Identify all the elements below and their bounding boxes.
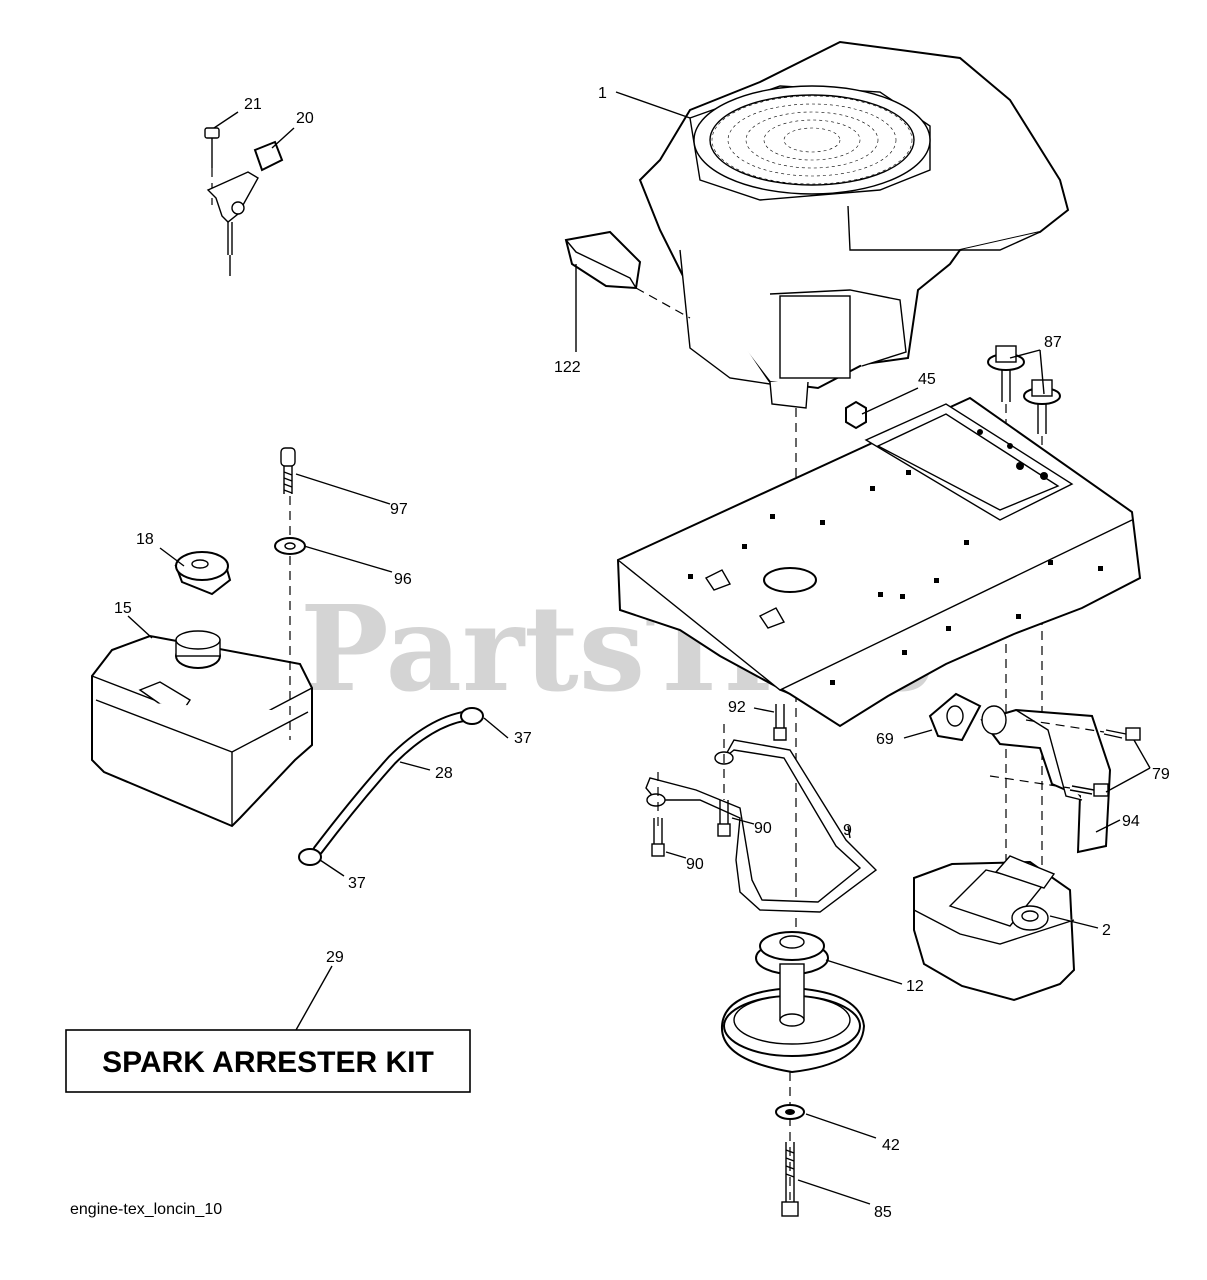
exhaust-screw-upper-axis bbox=[1025, 719, 1105, 733]
exhaust-screw-lower[interactable] bbox=[1069, 783, 1109, 797]
throttle-control[interactable] bbox=[204, 127, 284, 276]
engine-screen-grid bbox=[711, 95, 913, 185]
exhaust-screw-upper[interactable] bbox=[1103, 727, 1141, 741]
tank-screw[interactable] bbox=[280, 447, 296, 494]
callout-12: 12 bbox=[906, 978, 924, 995]
bolt-92[interactable] bbox=[773, 704, 787, 741]
flange-bolt-right[interactable] bbox=[1023, 379, 1061, 434]
callout-79: 79 bbox=[1152, 766, 1170, 783]
callout-87: 87 bbox=[1044, 334, 1062, 351]
callout-37-upper: 37 bbox=[514, 730, 532, 747]
engine-mount-plate bbox=[616, 396, 1142, 728]
spark-arrester-kit-box[interactable] bbox=[65, 1029, 471, 1093]
exhaust-pipe[interactable] bbox=[980, 705, 1112, 854]
hose-clamp-lower[interactable] bbox=[298, 848, 322, 866]
callout-20: 20 bbox=[296, 110, 314, 127]
engine-clip[interactable] bbox=[564, 230, 642, 290]
callout-21: 21 bbox=[244, 96, 262, 113]
callout-45: 45 bbox=[918, 371, 936, 388]
pulley-bolt[interactable] bbox=[781, 1142, 799, 1217]
callout-85: 85 bbox=[874, 1204, 892, 1221]
engine[interactable] bbox=[638, 40, 1070, 409]
callout-122: 122 bbox=[554, 359, 581, 376]
engine-clip-axis bbox=[635, 287, 691, 319]
callout-42: 42 bbox=[882, 1137, 900, 1154]
callout-37-lower: 37 bbox=[348, 875, 366, 892]
bolt-90-lower[interactable] bbox=[651, 818, 665, 857]
pulley-washer-hole bbox=[785, 1109, 795, 1115]
fuel-line[interactable] bbox=[312, 710, 472, 856]
bolt-90-upper[interactable] bbox=[717, 800, 731, 837]
callout-labels: 1 2 9 12 15 18 20 21 28 29 37 37 42 45 6… bbox=[114, 85, 1170, 1221]
spark-arrester-kit[interactable]: SPARK ARRESTER KIT bbox=[65, 1029, 471, 1093]
callout-2: 2 bbox=[1102, 922, 1111, 939]
callout-29: 29 bbox=[326, 949, 344, 966]
callout-9: 9 bbox=[843, 822, 852, 839]
callout-69: 69 bbox=[876, 731, 894, 748]
tank-washer-hole bbox=[284, 542, 296, 550]
diagram-caption: engine-tex_loncin_10 bbox=[70, 1201, 222, 1218]
callout-15: 15 bbox=[114, 600, 132, 617]
hex-nut[interactable] bbox=[845, 400, 867, 430]
callout-94: 94 bbox=[1122, 813, 1140, 830]
callout-97: 97 bbox=[390, 501, 408, 518]
muffler[interactable] bbox=[913, 855, 1076, 1002]
exhaust-screw-lower-axis bbox=[989, 775, 1071, 789]
callout-1: 1 bbox=[598, 85, 607, 102]
callout-28: 28 bbox=[435, 765, 453, 782]
spark-arrester-kit-label: SPARK ARRESTER KIT bbox=[102, 1046, 434, 1079]
hose-clamp-upper[interactable] bbox=[460, 707, 484, 725]
fuel-cap[interactable] bbox=[174, 551, 232, 596]
exhaust-gasket[interactable] bbox=[928, 692, 982, 742]
callout-90-upper: 90 bbox=[754, 820, 772, 837]
flange-bolt-left[interactable] bbox=[987, 345, 1025, 402]
callout-92: 92 bbox=[728, 699, 746, 716]
plate-holes bbox=[688, 429, 1103, 685]
callout-18: 18 bbox=[136, 531, 154, 548]
callout-90-lower: 90 bbox=[686, 856, 704, 873]
leader-lines bbox=[127, 91, 1151, 1205]
fuel-tank[interactable] bbox=[91, 630, 313, 828]
callout-96: 96 bbox=[394, 571, 412, 588]
engine-pulley[interactable] bbox=[720, 931, 866, 1074]
